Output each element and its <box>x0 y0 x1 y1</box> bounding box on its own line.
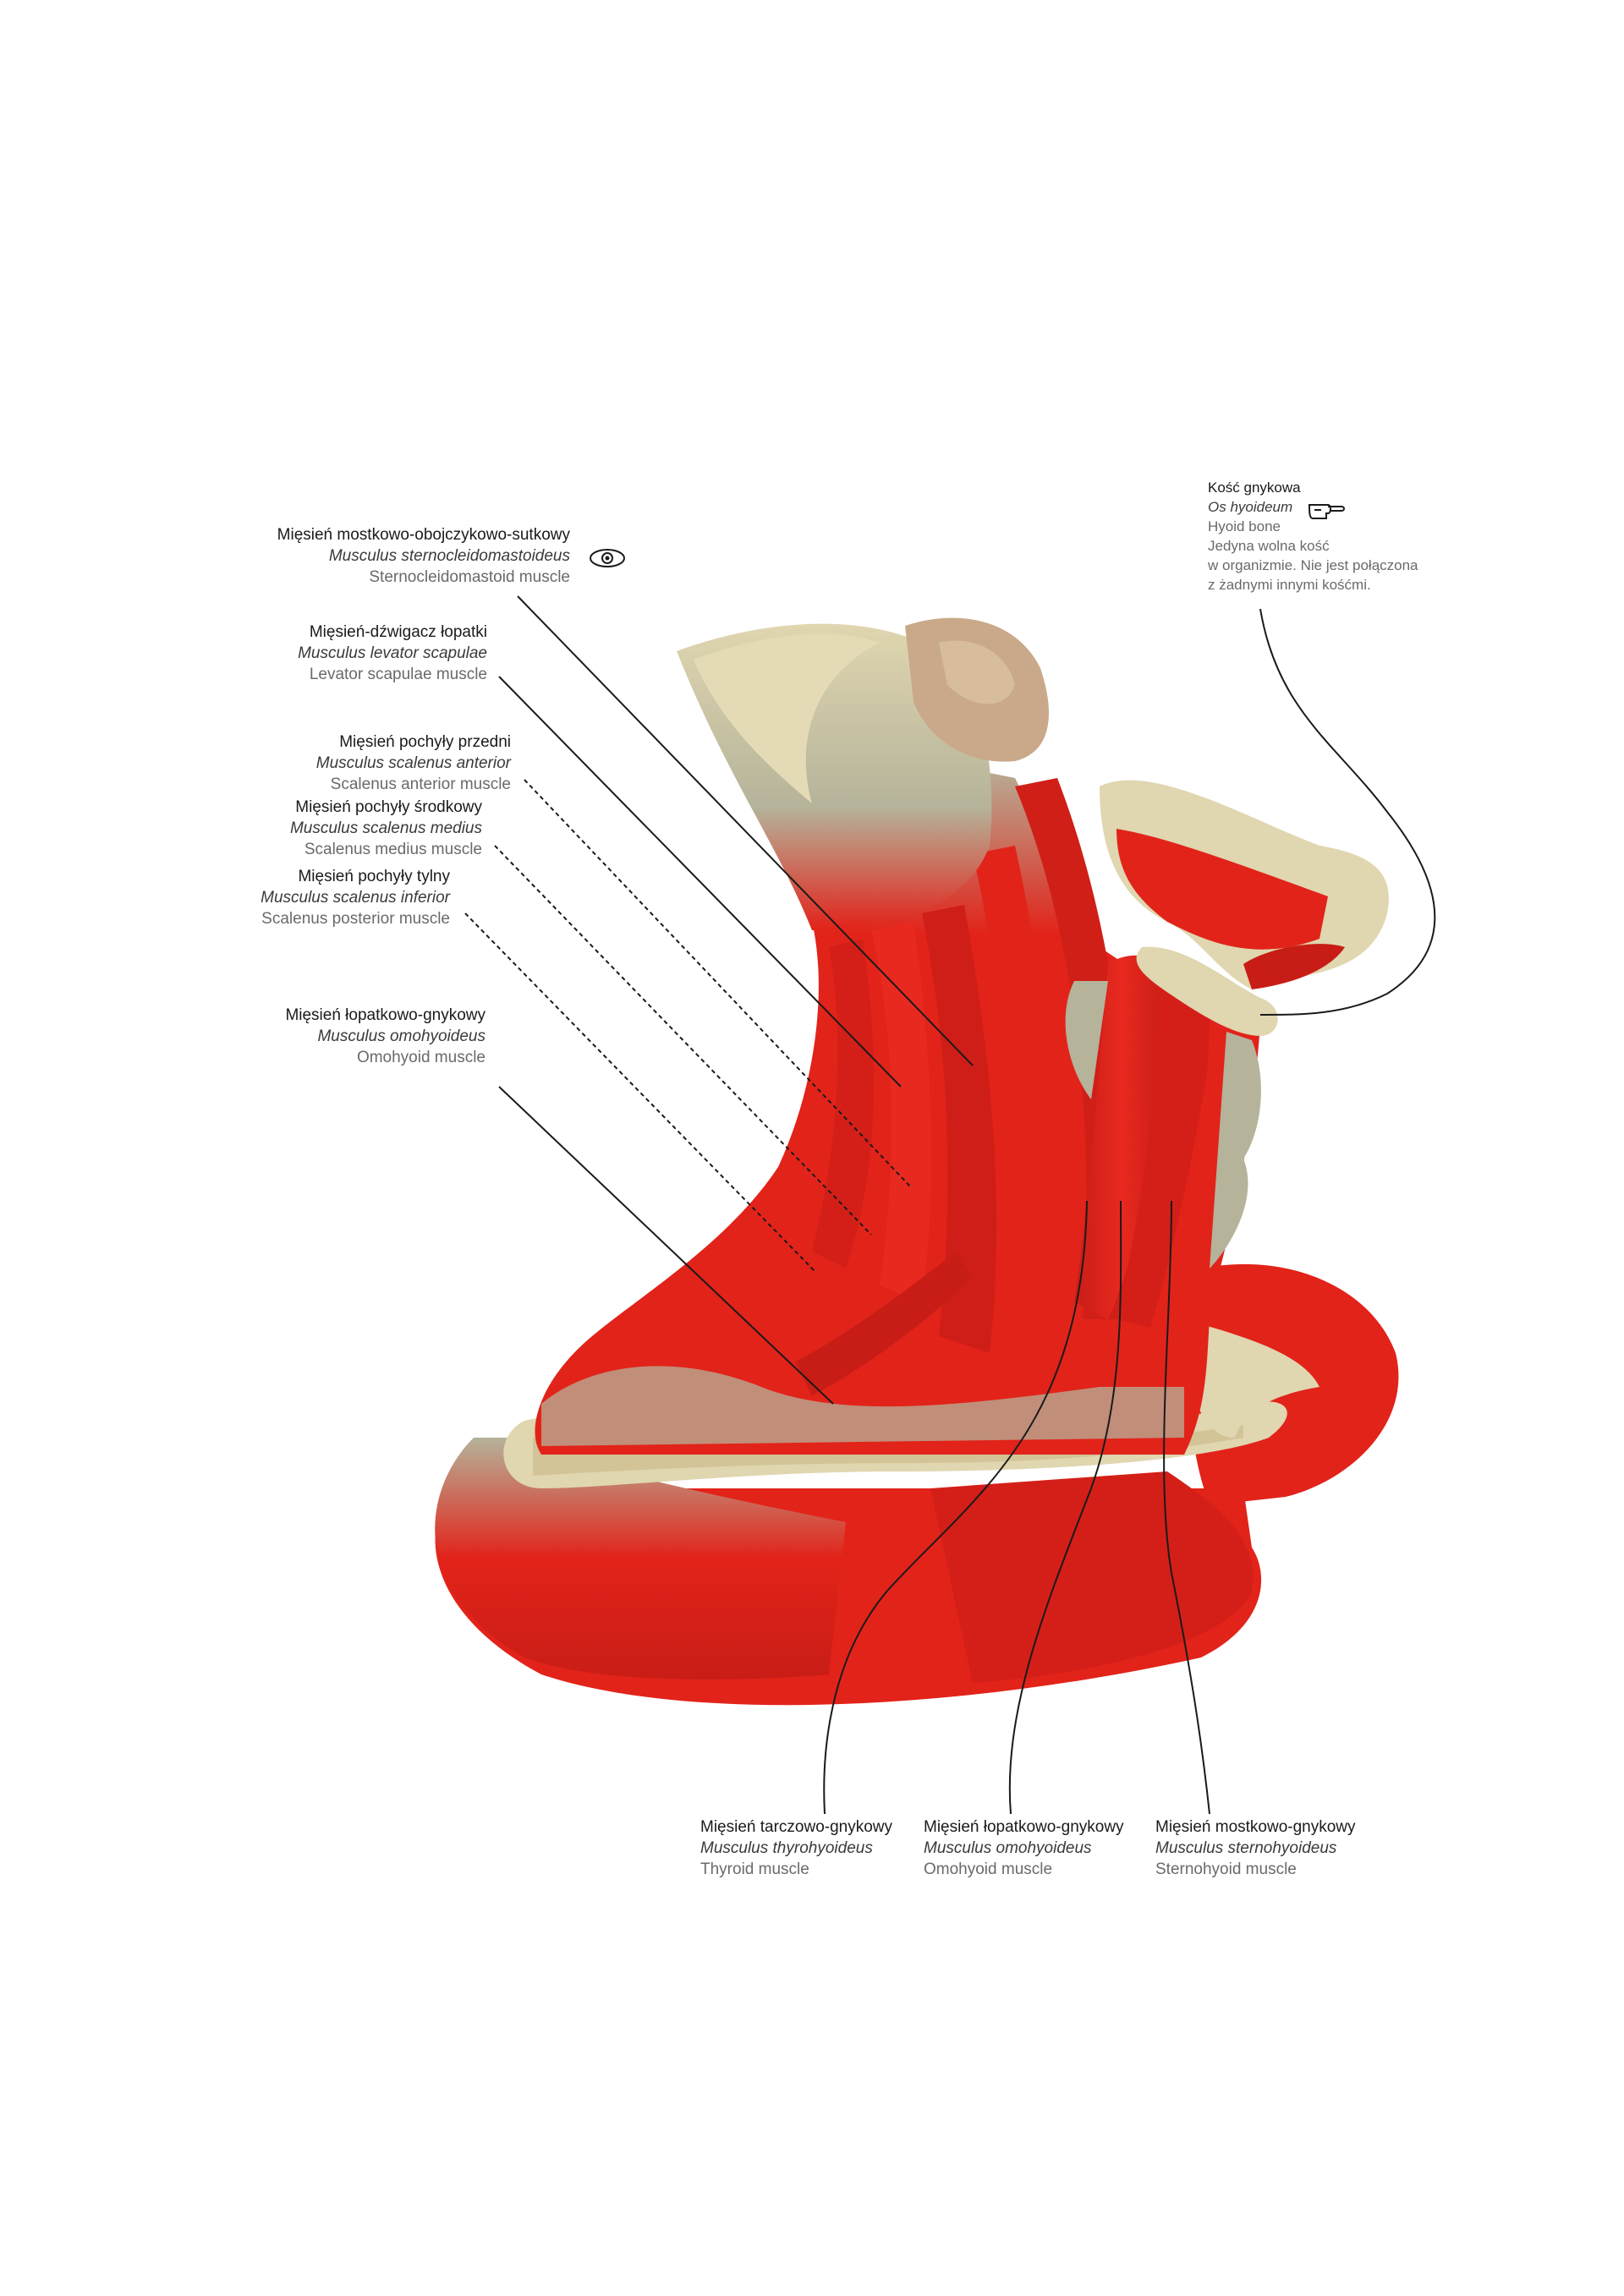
pointing-hand-icon <box>1308 504 1345 519</box>
muscle-band-6 <box>795 1252 973 1395</box>
muscle-band-3 <box>922 905 997 1353</box>
leader-lines <box>464 595 1436 1815</box>
label-en: Sternocleidomastoid muscle <box>369 568 570 586</box>
label-pl: Mięsień łopatkowo-gnykowy <box>285 1006 486 1024</box>
label-en: Scalenus medius muscle <box>304 841 482 858</box>
muscle-band-2 <box>871 922 931 1302</box>
skull-highlight <box>694 633 880 803</box>
thyroid-cartilage-region <box>1065 981 1108 1099</box>
label-pl: Mięsień łopatkowo-gnykowy <box>924 1818 1124 1836</box>
mastoid-highlight <box>939 640 1015 704</box>
shoulder-grey-shading <box>541 1366 1184 1446</box>
label-la: Musculus omohyoideus <box>317 1027 486 1045</box>
leader-line-hyoid <box>1259 608 1436 1016</box>
label-hyoid-bone: Kość gnykowa Os hyoideum Hyoid bone Jedy… <box>1208 478 1418 595</box>
label-pl: Mięsień pochyły środkowy <box>295 798 482 816</box>
label-la: Os hyoideum <box>1208 499 1293 515</box>
label-levator-scapulae: Mięsień-dźwigacz łopatki Musculus levato… <box>298 622 487 685</box>
larynx-grey <box>1210 1032 1261 1269</box>
label-pl: Mięsień mostkowo-obojczykowo-sutkowy <box>277 526 570 544</box>
label-en: Scalenus anterior muscle <box>330 775 511 793</box>
label-en: Levator scapulae muscle <box>309 666 487 683</box>
leader-line-omo-left <box>498 1086 834 1405</box>
label-la: Musculus omohyoideus <box>924 1839 1092 1857</box>
label-sternocleidomastoid: Mięsień mostkowo-obojczykowo-sutkowy Mus… <box>277 524 570 588</box>
muscle-band-4 <box>973 846 1051 1362</box>
label-la: Musculus scalenus medius <box>289 819 482 837</box>
neck-muscle-mass <box>535 761 1234 1455</box>
label-en: Omohyoid muscle <box>924 1860 1053 1878</box>
label-en: Scalenus posterior muscle <box>261 910 450 928</box>
leader-line-scal-ant <box>524 779 913 1189</box>
leader-line-sterno <box>1163 1200 1210 1815</box>
leader-line-scal-med <box>494 845 872 1236</box>
label-note-2: w organizmie. Nie jest połączona <box>1208 557 1418 573</box>
label-en: Omohyoid muscle <box>356 1049 486 1066</box>
label-pl: Mięsień pochyły tylny <box>298 868 450 885</box>
label-en: Sternohyoid muscle <box>1155 1860 1297 1878</box>
label-en: Hyoid bone <box>1208 518 1281 534</box>
leader-line-scm <box>517 595 974 1066</box>
submandibular-muscle <box>1116 829 1328 950</box>
label-thyrohyoid: Mięsień tarczowo-gnykowy Musculus thyroh… <box>700 1817 892 1880</box>
label-en: Thyroid muscle <box>700 1860 809 1878</box>
hyoid-bone <box>1136 946 1278 1036</box>
label-scalenus-anterior: Mięsień pochyły przedni Musculus scalenu… <box>316 732 511 795</box>
label-omohyoid-bottom: Mięsień łopatkowo-gnykowy Musculus omohy… <box>924 1817 1124 1880</box>
label-la: Musculus scalenus anterior <box>315 754 511 772</box>
label-la: Musculus scalenus inferior <box>261 889 450 907</box>
muscle-band-1 <box>812 939 875 1269</box>
label-note-3: z żadnymi innymi kośćmi. <box>1208 577 1371 593</box>
label-omohyoid-left: Mięsień łopatkowo-gnykowy Musculus omohy… <box>285 1005 486 1068</box>
label-scalenus-posterior: Mięsień pochyły tylny Musculus scalenus … <box>261 866 450 929</box>
leader-line-omo-bottom <box>1008 1200 1122 1815</box>
label-note-1: Jedyna wolna kość <box>1208 538 1330 554</box>
label-la: Musculus thyrohyoideus <box>700 1839 873 1857</box>
label-la: Musculus levator scapulae <box>298 644 487 662</box>
label-scalenus-medius: Mięsień pochyły środkowy Musculus scalen… <box>290 797 482 860</box>
label-pl: Mięsień pochyły przedni <box>339 733 511 751</box>
label-la: Musculus sternocleidomastoideus <box>328 547 570 565</box>
label-pl: Mięsień tarczowo-gnykowy <box>700 1818 893 1836</box>
label-pl: Mięsień mostkowo-gnykowy <box>1155 1818 1356 1836</box>
leader-line-scal-post <box>464 912 817 1274</box>
scapula-bone <box>1184 1319 1320 1438</box>
label-la: Musculus sternohyoideus <box>1155 1839 1337 1857</box>
right-lower-muscle <box>930 1471 1254 1683</box>
label-pl: Mięsień-dźwigacz łopatki <box>309 623 487 641</box>
label-pl: Kość gnykowa <box>1208 479 1301 496</box>
omohyoid-muscle-shape <box>1116 969 1218 1328</box>
eye-icon <box>590 549 625 567</box>
digastric-muscle <box>1243 944 1345 989</box>
leader-line-levator <box>498 676 902 1088</box>
left-base-muscle <box>435 1438 846 1680</box>
leader-line-thyro <box>823 1200 1088 1815</box>
thyrohyoid-muscle-shape <box>1074 955 1169 1319</box>
label-sternohyoid: Mięsień mostkowo-gnykowy Musculus sterno… <box>1155 1817 1356 1880</box>
